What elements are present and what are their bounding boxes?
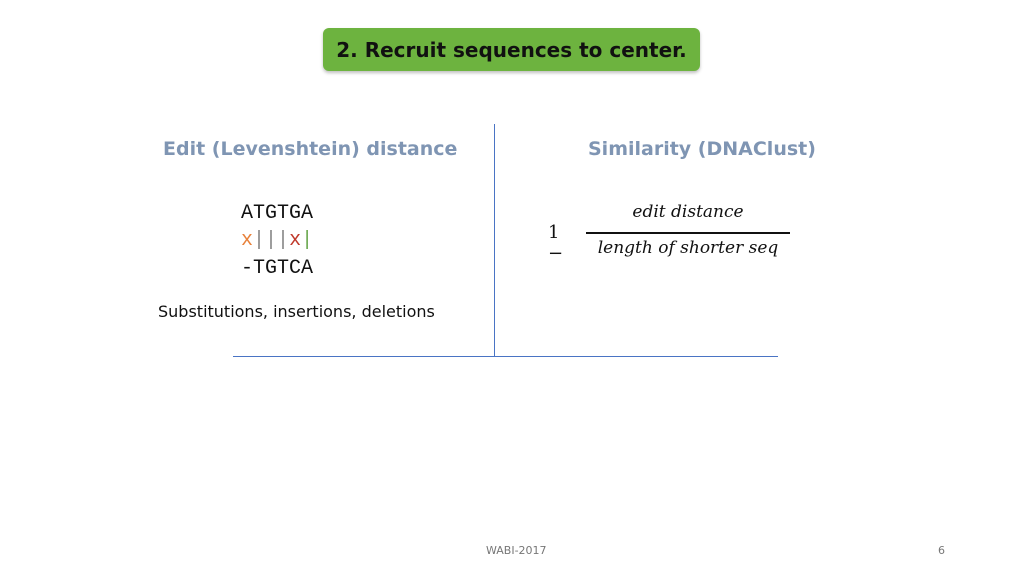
slide-title: 2. Recruit sequences to center. [323, 28, 700, 71]
alignment-markers: x|||x| [241, 229, 313, 252]
align-char-5: x [289, 229, 302, 252]
align-char-1: x [241, 229, 254, 252]
align-char-6: | [301, 229, 314, 252]
formula-one-minus: 1 − [548, 222, 564, 264]
formula-fraction: edit distance length of shorter seq [586, 202, 790, 258]
footer-text: WABI-2017 [486, 544, 547, 557]
align-char-3: | [265, 229, 278, 252]
align-char-4: | [277, 229, 290, 252]
sequence-top: ATGTGA [241, 202, 314, 225]
edit-operations-description: Substitutions, insertions, deletions [158, 302, 435, 321]
formula-numerator: edit distance [632, 202, 744, 222]
page-number: 6 [938, 544, 945, 557]
fraction-bar [586, 232, 790, 234]
sequence-bottom: -TGTCA [241, 257, 314, 280]
horizontal-divider [233, 356, 778, 357]
right-heading: Similarity (DNAClust) [588, 138, 816, 160]
vertical-divider [494, 124, 495, 356]
left-heading: Edit (Levenshtein) distance [163, 138, 458, 160]
formula-denominator: length of shorter seq [597, 238, 779, 258]
align-char-2: | [253, 229, 266, 252]
